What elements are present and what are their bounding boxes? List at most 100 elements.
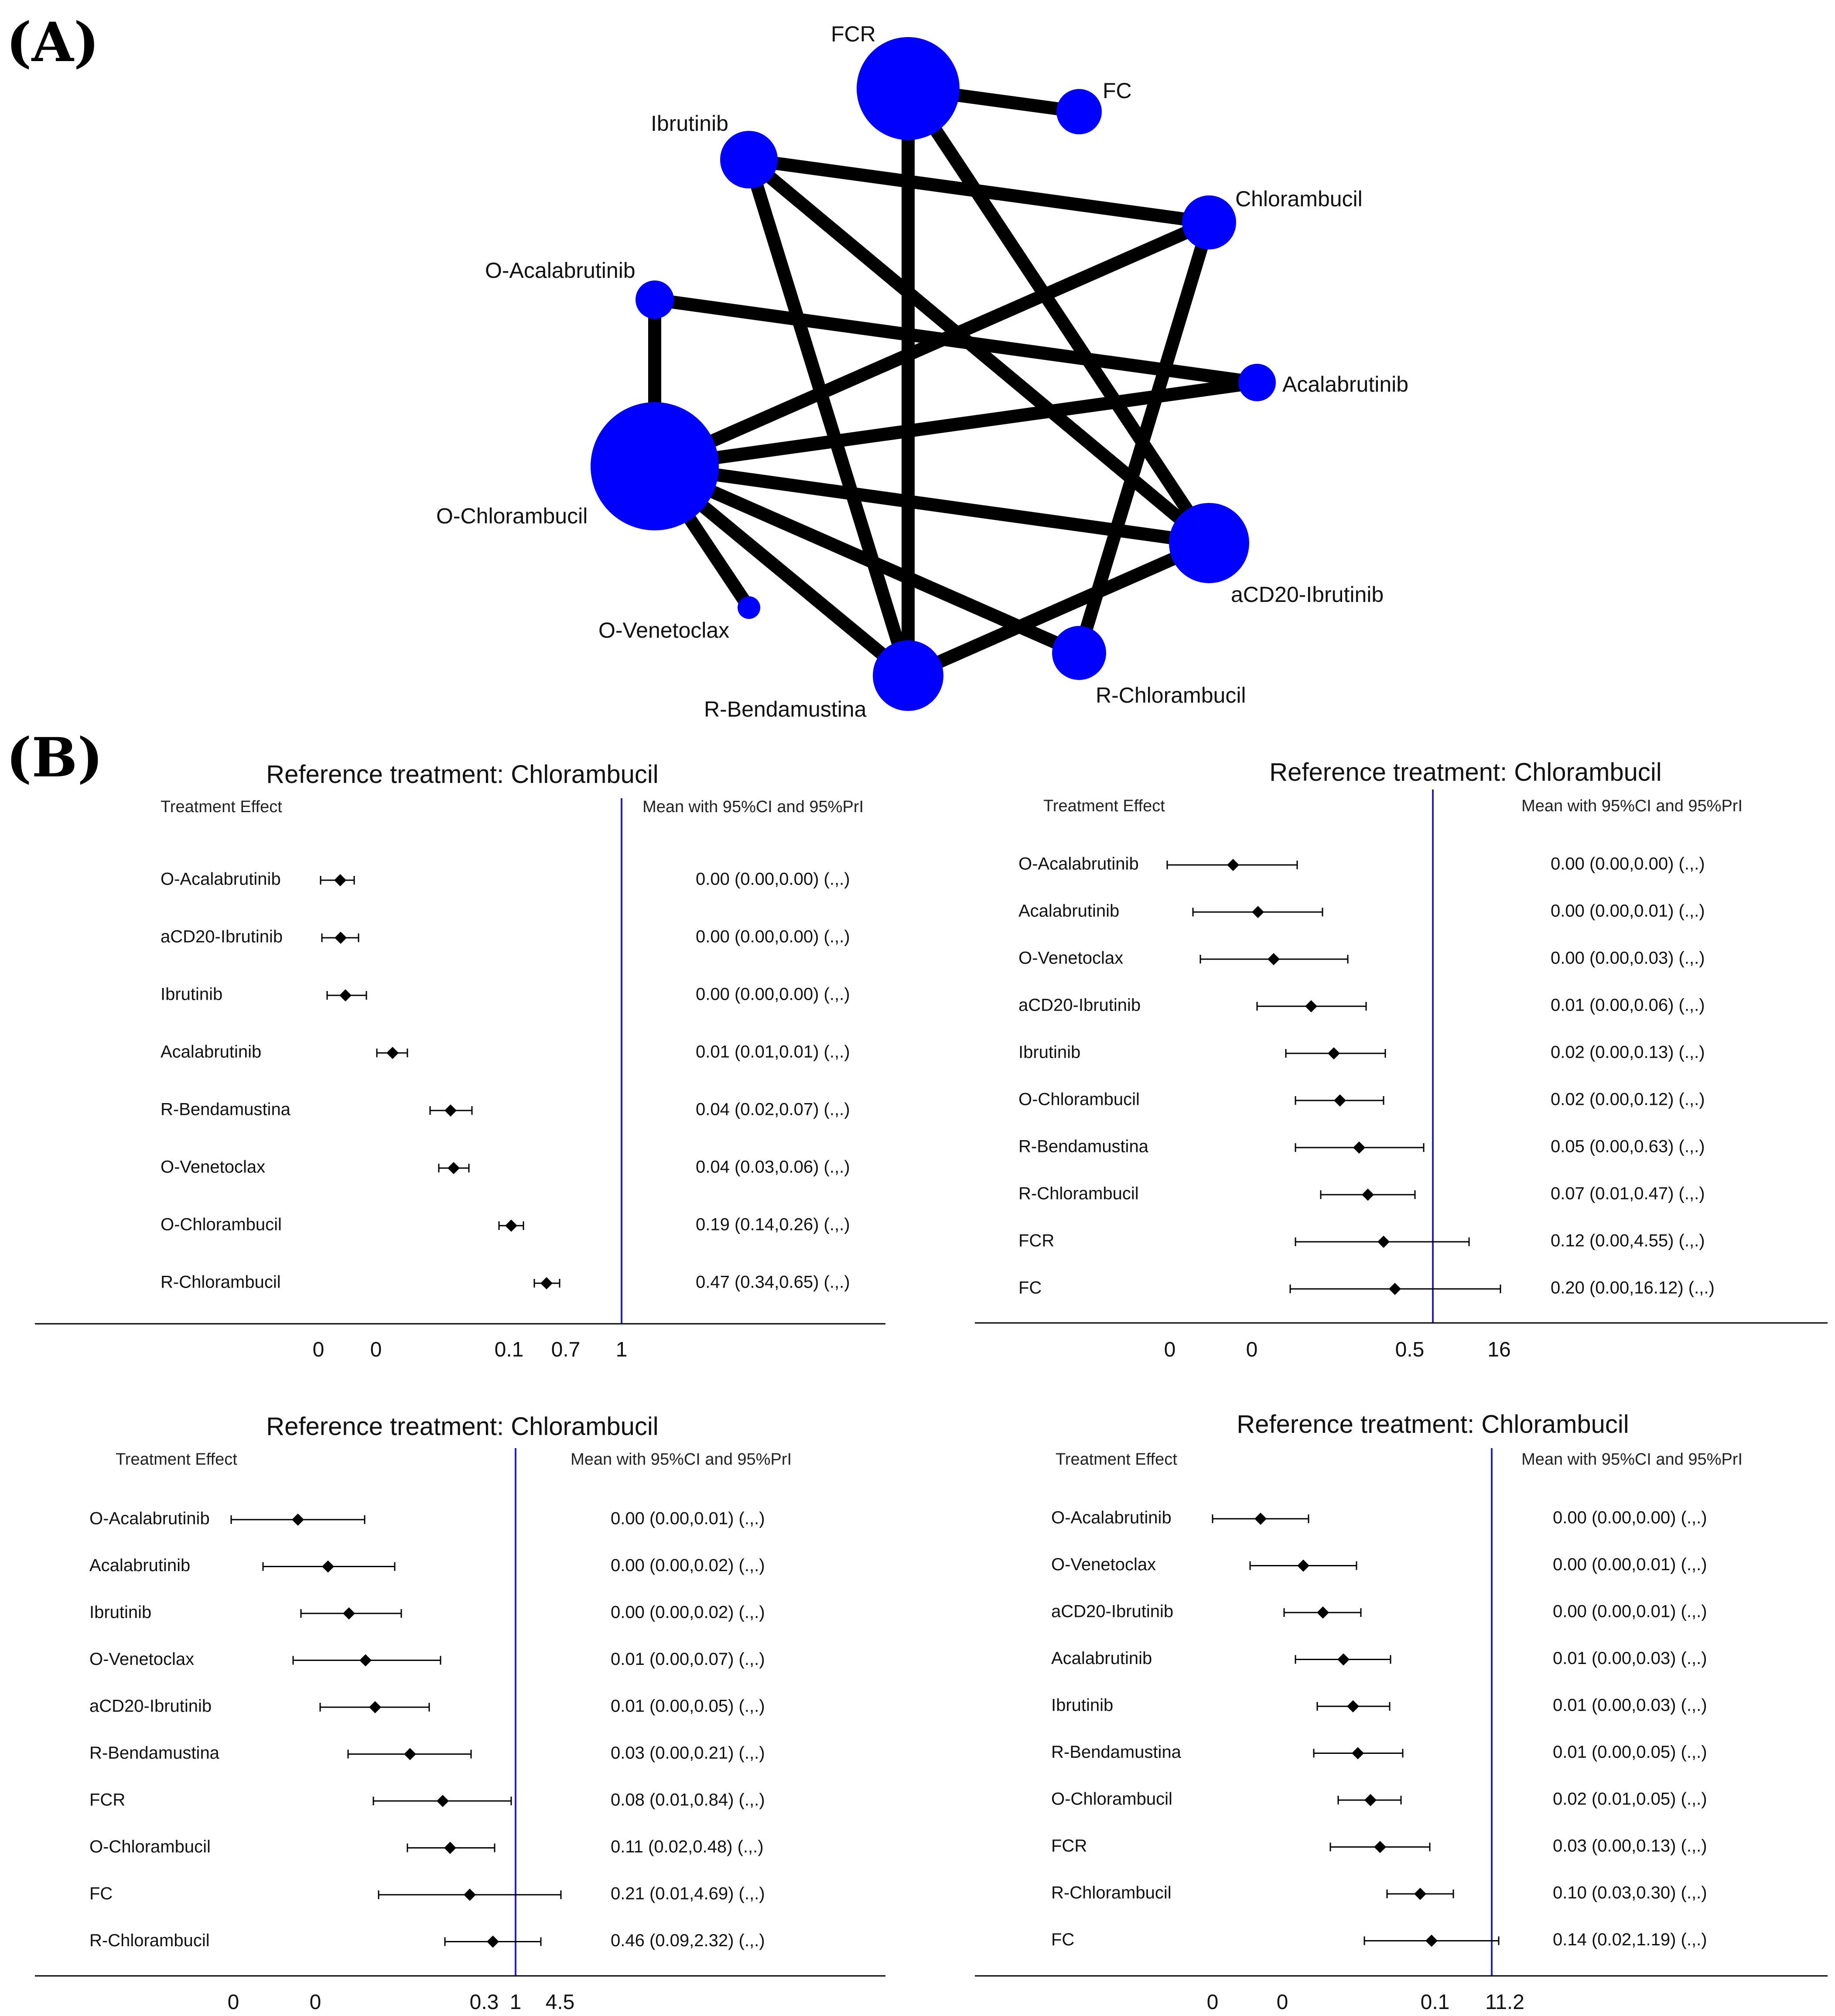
point-estimate-diamond [343,1607,355,1620]
row-value: 0.00 (0.00,0.00) (.,.) [696,985,850,1004]
node-label-r-chlorambucil: R-Chlorambucil [1096,683,1246,707]
row-label: O-Chlorambucil [1018,1090,1140,1109]
forest-row-o-venetoclax: O-Venetoclax 0.01 (0.00,0.07) (.,.) [89,1650,765,1669]
point-estimate-diamond [444,1842,456,1854]
point-estimate-diamond [1328,1047,1340,1059]
row-label: O-Chlorambucil [1051,1790,1172,1809]
row-value: 0.03 (0.00,0.13) (.,.) [1553,1836,1707,1855]
node-r-bendamustina [873,640,943,711]
row-label: FCR [1018,1231,1054,1251]
point-estimate-diamond [292,1514,304,1526]
row-label: FCR [1051,1836,1087,1855]
node-r-chlorambucil [1052,626,1106,680]
forest-row-fcr: FCR 0.03 (0.00,0.13) (.,.) [1051,1836,1707,1855]
point-estimate-diamond [1389,1283,1401,1295]
node-label-acalabrutinib: Acalabrutinib [1282,372,1408,396]
row-label: Ibrutinib [1018,1043,1080,1062]
point-estimate-diamond [1374,1841,1386,1853]
tick-label: 0 [313,1338,325,1361]
row-label: aCD20-Ibrutinib [161,927,283,946]
row-label: R-Bendamustina [89,1743,220,1763]
point-estimate-diamond [1347,1700,1359,1712]
node-o-chlorambucil [591,402,719,530]
row-label: O-Acalabrutinib [1051,1508,1172,1527]
row-value: 0.00 (0.00,0.02) (.,.) [611,1603,765,1622]
header-mean-ci: Mean with 95%CI and 95%PrI [1521,797,1743,815]
row-value: 0.00 (0.00,0.01) (.,.) [1553,1602,1707,1621]
tick-label: 1 [616,1338,628,1361]
row-label: R-Chlorambucil [89,1931,210,1950]
point-estimate-diamond [448,1162,460,1174]
point-estimate-diamond [1305,1000,1317,1012]
row-label: Acalabrutinib [89,1556,190,1575]
row-label: O-Acalabrutinib [89,1509,210,1528]
point-estimate-diamond [404,1748,416,1760]
forest-plot-4: Reference treatment: ChlorambucilTreatme… [975,1410,1828,2014]
row-label: aCD20-Ibrutinib [1018,996,1141,1015]
point-estimate-diamond [464,1889,476,1901]
node-label-chlorambucil: Chlorambucil [1235,187,1363,211]
row-value: 0.01 (0.01,0.01) (.,.) [696,1042,850,1062]
edge-o-chlorambucil-r-chlorambucil [652,460,1082,659]
row-label: R-Chlorambucil [1018,1184,1139,1203]
row-value: 0.08 (0.01,0.84) (.,.) [611,1790,765,1810]
row-value: 0.01 (0.00,0.03) (.,.) [1553,1696,1707,1715]
row-label: R-Bendamustina [1051,1743,1182,1762]
row-label: R-Bendamustina [1018,1137,1149,1156]
row-label: R-Chlorambucil [1051,1883,1172,1903]
point-estimate-diamond [1317,1606,1329,1619]
row-label: O-Venetoclax [1051,1555,1156,1574]
network-edges [648,82,1258,682]
row-value: 0.03 (0.00,0.21) (.,.) [611,1743,765,1763]
panel-label-a: (A) [6,11,99,74]
tick-label: 4.5 [546,1991,575,2014]
edge-chlorambucil-r-chlorambucil [1073,220,1216,655]
row-label: Acalabrutinib [161,1042,261,1062]
edge-o-chlorambucil-acd20-ibrutinib [653,460,1210,550]
row-value: 0.00 (0.00,0.02) (.,.) [611,1556,765,1575]
network-graph: FCRFCIbrutinibChlorambucilO-Acalabrutini… [436,22,1408,721]
forest-title: Reference treatment: Chlorambucil [266,760,658,789]
edge-o-acalabrutinib-acalabrutinib [653,293,1258,389]
point-estimate-diamond [487,1935,499,1948]
row-label: O-Venetoclax [89,1650,194,1669]
row-label: FCR [89,1790,125,1810]
row-label: Acalabrutinib [1051,1649,1152,1668]
node-fc [1056,89,1102,134]
forest-plot-1: Reference treatment: ChlorambucilTreatme… [35,760,885,1361]
node-label-fcr: FCR [831,22,876,46]
point-estimate-diamond [369,1701,381,1713]
point-estimate-diamond [334,874,346,886]
node-o-venetoclax [738,596,760,619]
row-value: 0.01 (0.00,0.07) (.,.) [611,1650,765,1669]
point-estimate-diamond [437,1795,449,1807]
point-estimate-diamond [335,932,347,944]
header-mean-ci: Mean with 95%CI and 95%PrI [1521,1450,1743,1469]
row-value: 0.00 (0.00,0.00) (.,.) [696,870,850,889]
point-estimate-diamond [1377,1236,1390,1248]
row-value: 0.01 (0.00,0.03) (.,.) [1553,1649,1707,1668]
tick-label: 11.2 [1485,1991,1524,2014]
point-estimate-diamond [1414,1888,1426,1900]
point-estimate-diamond [1362,1189,1374,1201]
point-estimate-diamond [386,1047,399,1059]
point-estimate-diamond [1227,859,1239,871]
panel-label-b: (B) [6,726,103,789]
row-label: O-Venetoclax [161,1158,265,1177]
